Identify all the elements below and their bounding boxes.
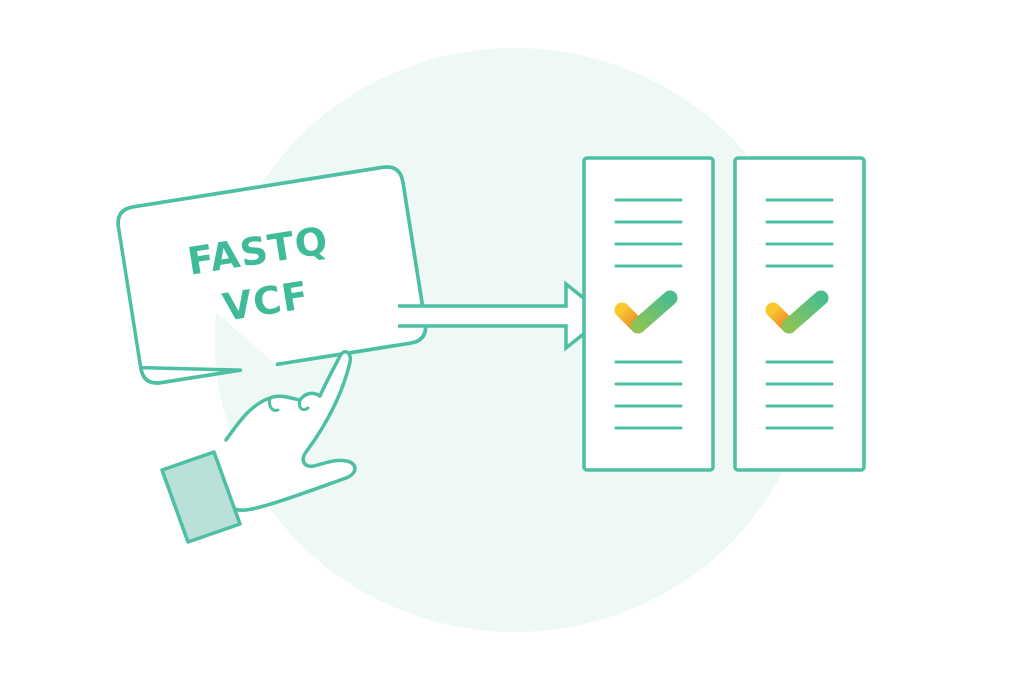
document-1-lines (614, 198, 683, 430)
file-card-outline (116, 165, 428, 385)
document-2-lines (765, 198, 834, 430)
pointing-hand-icon (160, 350, 357, 544)
hand-cuff (160, 450, 242, 544)
document-icon (733, 156, 866, 472)
file-card: FASTQ VCF (116, 165, 428, 385)
document-icon (582, 156, 715, 472)
checkmark-icon (765, 290, 829, 334)
checkmark-icon (614, 290, 678, 334)
